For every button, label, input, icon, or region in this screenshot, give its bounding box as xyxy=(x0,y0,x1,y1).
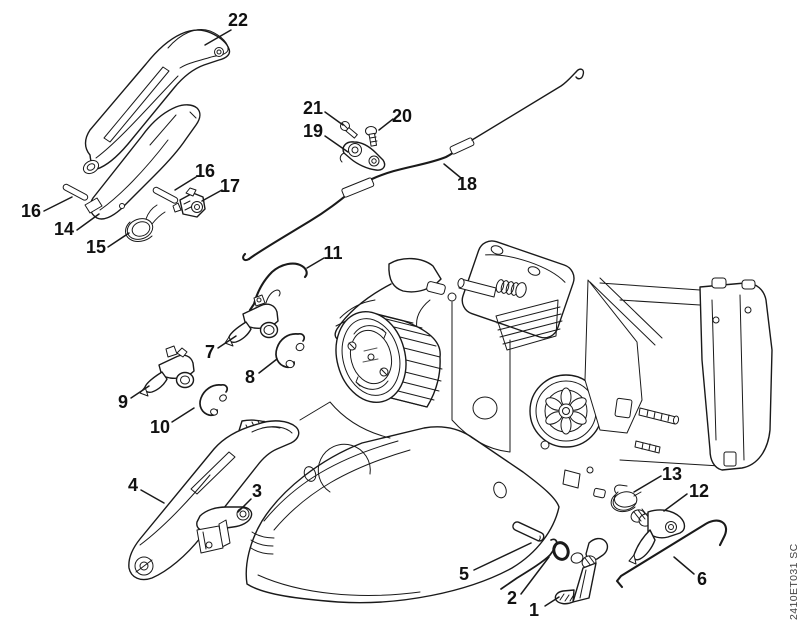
callout-20: 20 xyxy=(392,106,412,126)
callout-12: 12 xyxy=(689,481,709,501)
leader-22 xyxy=(204,29,232,46)
part-wire-link xyxy=(248,262,308,312)
callout-10: 10 xyxy=(150,417,170,437)
leader-15 xyxy=(107,232,130,248)
leader-18 xyxy=(443,163,462,179)
leader-1 xyxy=(544,596,560,607)
leader-9 xyxy=(130,385,150,399)
part-link-rod xyxy=(615,519,728,589)
part-torsion-spring xyxy=(610,484,642,513)
leader-6 xyxy=(673,556,695,575)
callout-14: 14 xyxy=(54,219,74,239)
callout-4: 4 xyxy=(128,475,138,495)
callout-16-right: 16 xyxy=(195,161,215,181)
leader-3 xyxy=(237,498,252,513)
leader-4 xyxy=(140,489,165,504)
part-cable-lever xyxy=(339,141,386,171)
part-screw-left xyxy=(340,121,358,139)
part-handle-grip xyxy=(128,420,300,581)
callout-1: 1 xyxy=(529,600,539,620)
callout-7: 7 xyxy=(205,342,215,362)
callout-22: 22 xyxy=(228,10,248,30)
callout-19: 19 xyxy=(303,121,323,141)
leader-lines xyxy=(43,29,695,607)
callout-18: 18 xyxy=(457,174,477,194)
part-throttle-cable xyxy=(242,68,585,262)
leader-11 xyxy=(306,257,325,269)
part-clip-upper xyxy=(275,333,306,369)
part-throttle-rod-lever xyxy=(554,537,609,605)
part-screw-right xyxy=(365,126,378,147)
leader-19 xyxy=(324,135,349,153)
callout-8: 8 xyxy=(245,367,255,387)
leader-5 xyxy=(473,542,532,571)
stud-bolt-lower xyxy=(634,440,661,454)
part-lockout-lever xyxy=(196,506,253,554)
part-spring-wire xyxy=(500,538,570,590)
callout-5: 5 xyxy=(459,564,469,584)
part-coil-spring xyxy=(125,204,166,242)
callout-11: 11 xyxy=(323,243,342,263)
leader-12 xyxy=(663,493,688,512)
callout-17: 17 xyxy=(220,176,240,196)
leader-2 xyxy=(520,556,550,595)
leader-14 xyxy=(76,213,100,231)
leader-17 xyxy=(201,189,223,202)
stud-bolt-upper xyxy=(638,407,680,425)
callout-2: 2 xyxy=(507,588,517,608)
leader-21 xyxy=(324,111,344,126)
callout-6: 6 xyxy=(697,569,707,589)
part-bellcrank-lever xyxy=(628,508,686,565)
callout-16-left: 16 xyxy=(21,201,41,221)
engine-assembly xyxy=(237,240,773,604)
callout-9: 9 xyxy=(118,392,128,412)
leader-7 xyxy=(217,335,237,349)
leader-20 xyxy=(378,118,394,131)
leader-13 xyxy=(633,475,662,493)
callout-21: 21 xyxy=(303,98,323,118)
leader-8 xyxy=(258,358,278,374)
part-clip-lower xyxy=(199,384,229,417)
leader-16-right xyxy=(174,176,197,191)
part-contact-block xyxy=(172,187,206,218)
part-pin xyxy=(512,521,545,542)
part-top-handle-cover xyxy=(82,29,231,175)
drawing-code: 2410ET031 SC xyxy=(788,543,800,620)
part-pin-right xyxy=(152,186,179,204)
callout-13: 13 xyxy=(662,464,682,484)
callout-3: 3 xyxy=(252,481,262,501)
part-trigger-shaft-lower xyxy=(139,345,195,397)
callout-numbers: 22 16 14 15 16 17 21 19 20 18 11 7 8 9 1… xyxy=(21,10,709,620)
part-pin-left xyxy=(62,183,89,201)
callout-15: 15 xyxy=(86,237,106,257)
leader-16-left xyxy=(43,196,73,212)
part-handle-molding xyxy=(84,104,201,220)
leader-10 xyxy=(171,407,195,423)
